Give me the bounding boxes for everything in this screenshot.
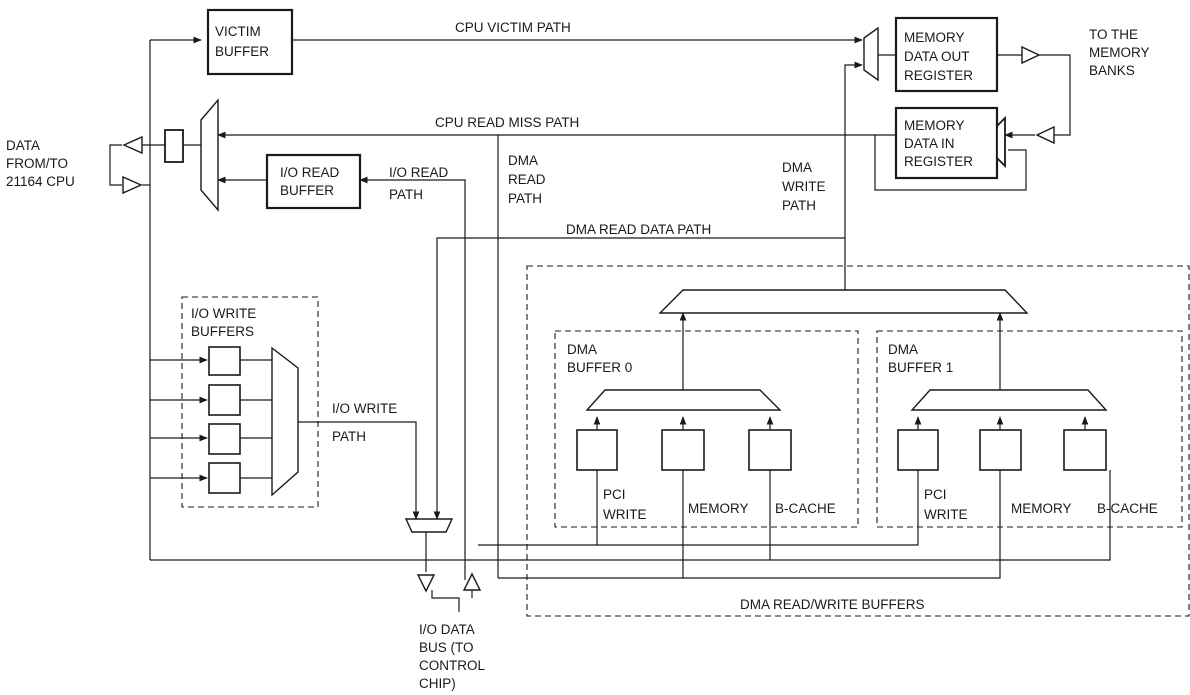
io-read-path-label: I/O READ PATH bbox=[389, 165, 452, 202]
memory-in-driver-icon bbox=[1035, 125, 1055, 145]
victim-buffer-label: VICTIM BUFFER bbox=[215, 24, 269, 59]
dma-read-write-buffers-group bbox=[526, 265, 1190, 617]
memory-data-in-register bbox=[894, 106, 999, 180]
cpu-victim-path-label: CPU VICTIM PATH bbox=[455, 20, 571, 35]
dma-buffer-1-group bbox=[876, 330, 1183, 528]
datapath-wires bbox=[109, 36, 1111, 612]
memory-data-in-register-clock-icon bbox=[996, 115, 1006, 169]
dma-read-write-buffers-label: DMA READ/WRITE BUFFERS bbox=[740, 597, 925, 612]
memory-out-mux bbox=[863, 26, 879, 82]
dma1-memory-label: MEMORY bbox=[1011, 501, 1072, 516]
io-bus-input-driver-icon bbox=[462, 572, 482, 591]
victim-buffer bbox=[206, 8, 294, 76]
dma0-pci-write-cell bbox=[576, 429, 618, 471]
dma0-pci-write-label: PCI WRITE bbox=[603, 487, 647, 522]
io-write-buffer-cell bbox=[208, 462, 241, 494]
io-write-buffer-cell bbox=[208, 384, 241, 416]
dma0-memory-cell bbox=[661, 429, 705, 471]
dma0-b-cache-cell bbox=[748, 429, 792, 471]
cpu-side-mux bbox=[200, 98, 219, 212]
io-write-buffer-cell bbox=[208, 423, 241, 455]
memory-data-out-register-label: MEMORY DATA OUT REGISTER bbox=[904, 30, 973, 83]
dma-read-data-path-label: DMA READ DATA PATH bbox=[566, 222, 711, 237]
io-data-bus-label: I/O DATA BUS (TO CONTROL CHIP) bbox=[419, 622, 488, 691]
cpu-data-register bbox=[164, 129, 184, 163]
to-memory-banks-label: TO THE MEMORY BANKS bbox=[1089, 27, 1153, 78]
cpu-data-label: DATA FROM/TO 21164 CPU bbox=[6, 138, 75, 189]
dma1-pci-write-label: PCI WRITE bbox=[924, 487, 968, 522]
memory-data-out-register bbox=[894, 16, 999, 93]
dma-buffer-1-label: DMA BUFFER 1 bbox=[888, 342, 953, 375]
io-write-buffers-label: I/O WRITE BUFFERS bbox=[191, 306, 260, 339]
dma0-b-cache-label: B-CACHE bbox=[775, 501, 836, 516]
io-read-buffer bbox=[265, 153, 362, 210]
dma-buffer-0-group bbox=[554, 330, 859, 528]
dma1-pci-write-cell bbox=[897, 429, 939, 471]
dma0-memory-label: MEMORY bbox=[688, 501, 749, 516]
cpu-output-driver-icon bbox=[122, 135, 143, 155]
memory-data-in-register-label: MEMORY DATA IN REGISTER bbox=[904, 118, 973, 169]
dma-read-path-label: DMA READ PATH bbox=[508, 153, 549, 206]
cpu-read-miss-path-label: CPU READ MISS PATH bbox=[435, 115, 579, 130]
dma-write-path-label: DMA WRITE PATH bbox=[782, 160, 829, 213]
io-read-buffer-label: I/O READ BUFFER bbox=[280, 165, 343, 198]
cpu-input-driver-icon bbox=[122, 175, 143, 195]
io-write-buffer-cell bbox=[208, 346, 241, 376]
dma1-memory-cell bbox=[979, 429, 1022, 471]
memory-out-driver-icon bbox=[1021, 45, 1041, 65]
dma-buffer-1-mux bbox=[910, 389, 1108, 411]
io-bus-output-driver-icon bbox=[416, 574, 436, 593]
io-write-path-label: I/O WRITE PATH bbox=[332, 401, 401, 444]
io-data-mux bbox=[404, 518, 454, 533]
dma1-b-cache-label: B-CACHE bbox=[1097, 501, 1158, 516]
dma1-b-cache-cell bbox=[1063, 429, 1107, 471]
dma-buffer-0-mux bbox=[585, 389, 782, 411]
dma-output-mux bbox=[658, 289, 1029, 314]
io-write-buffers-group bbox=[181, 296, 319, 508]
io-write-mux bbox=[271, 346, 299, 497]
dma-buffer-0-label: DMA BUFFER 0 bbox=[567, 342, 632, 375]
